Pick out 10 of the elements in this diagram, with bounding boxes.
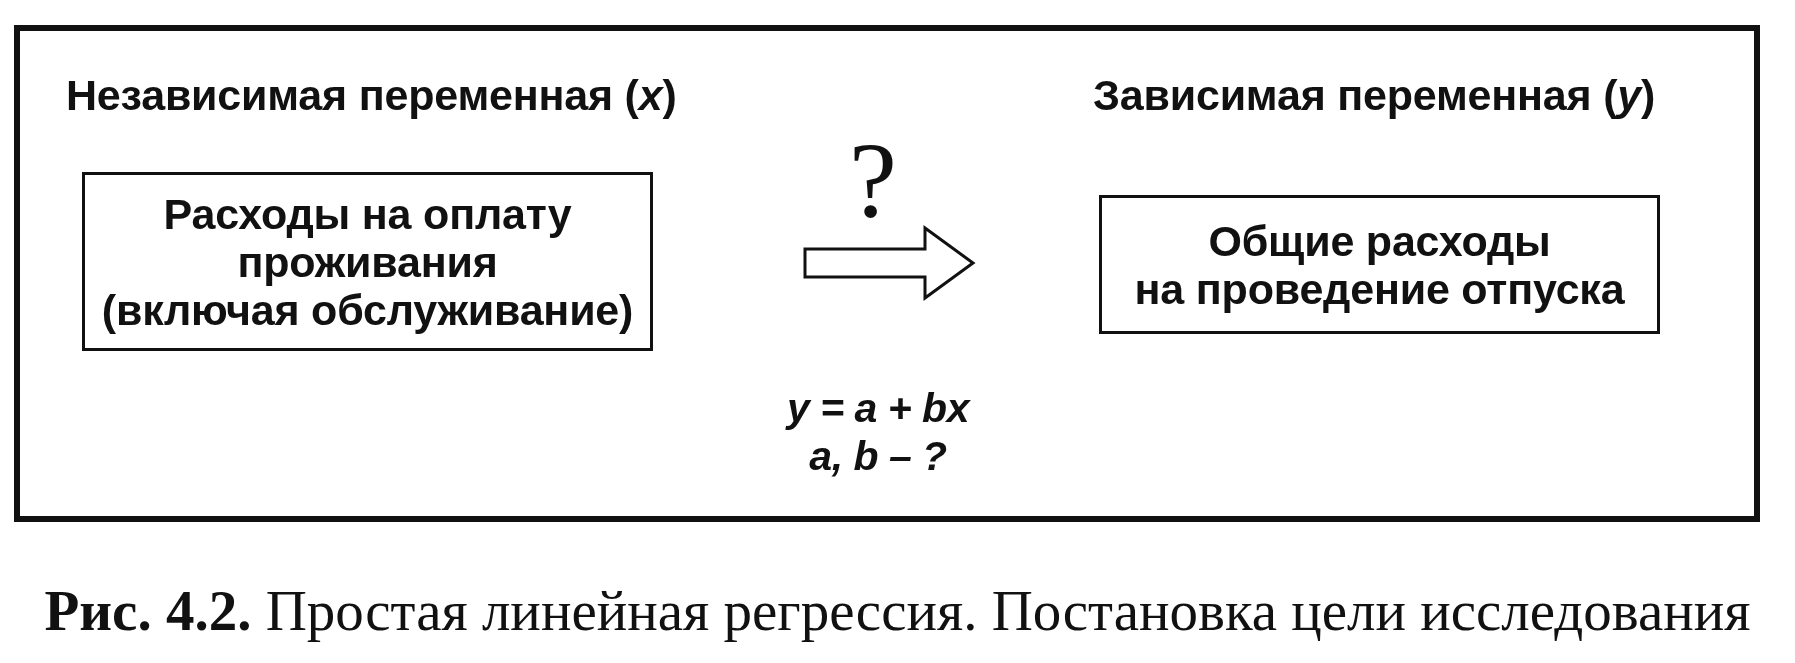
variable-description: Общие расходы на проведение отпуска <box>1134 216 1625 313</box>
formula-text: y = a + bx <box>787 384 969 432</box>
figure-caption: Рис. 4.2. Простая линейная регрессия. Постановка цели исследования <box>43 578 1752 644</box>
variable-description: Расходы на оплату проживания (включая обслуживание) <box>101 189 634 334</box>
variable-heading: Независимая переменная (x) <box>66 70 677 120</box>
diagram-frame <box>14 25 1760 522</box>
formula-text: a, b – ? <box>809 432 947 480</box>
variable-heading: Зависимая переменная (y) <box>1093 70 1656 120</box>
block-arrow <box>803 225 976 301</box>
edge-label: ? <box>849 134 897 226</box>
